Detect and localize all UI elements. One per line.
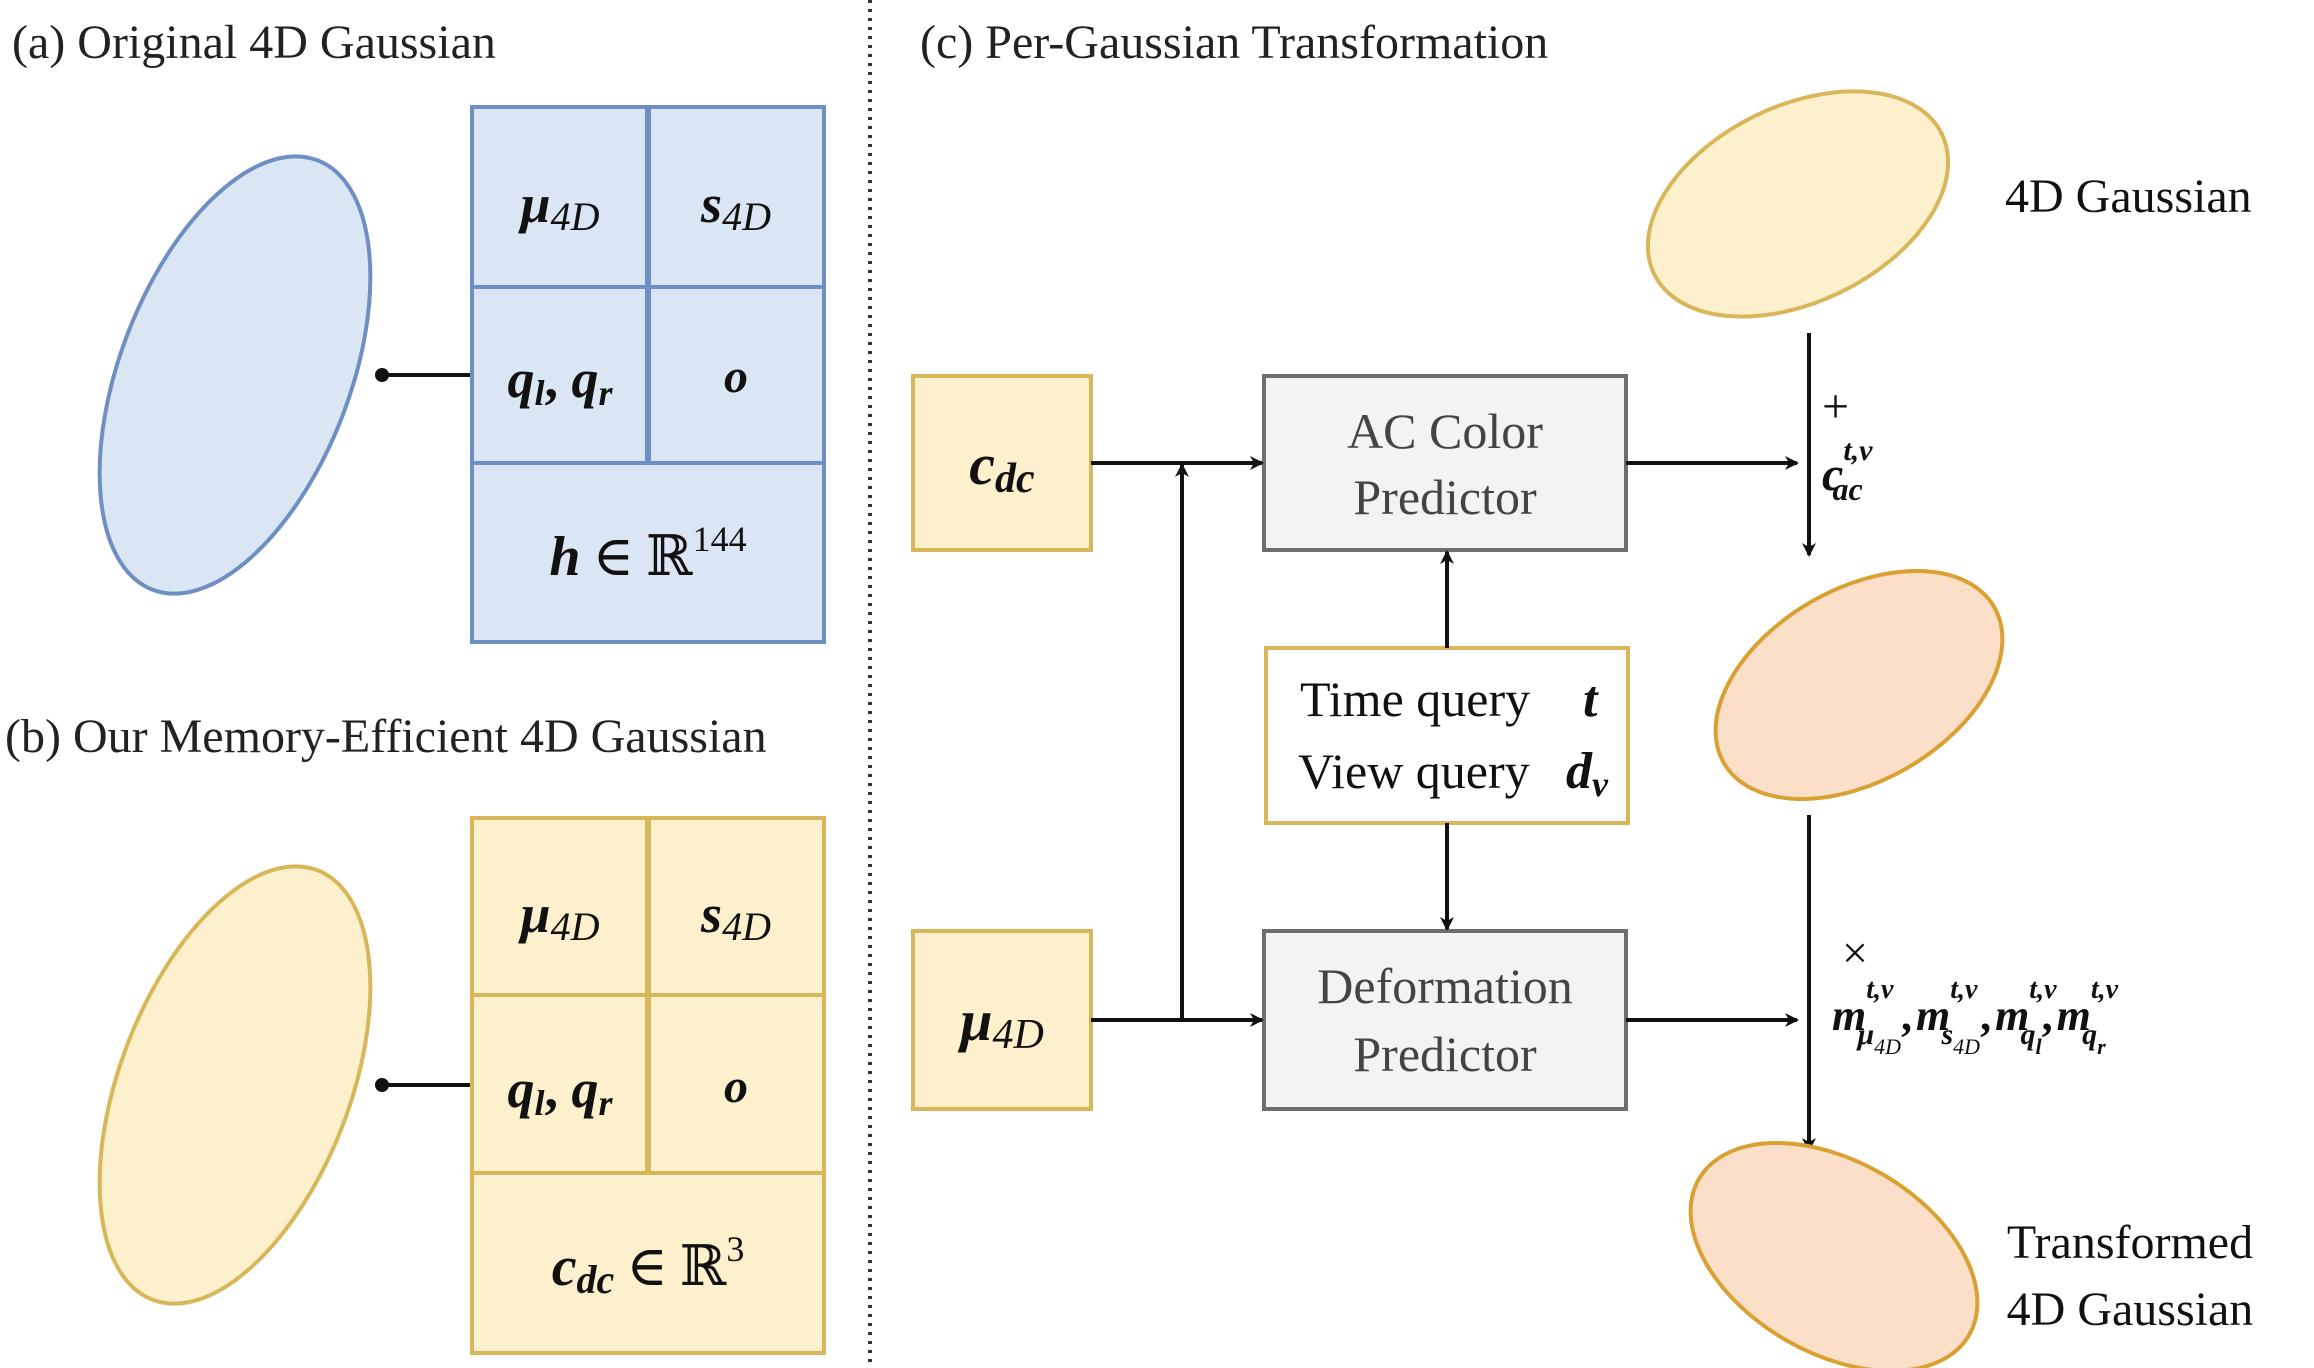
cell-opacity: o xyxy=(724,1060,748,1113)
transformed-gaussian-ellipse xyxy=(1688,1141,1980,1368)
deformation-predictor-box xyxy=(1262,929,1628,1111)
transformed-gaussian-line2: 4D Gaussian xyxy=(2007,1283,2254,1336)
input-mu-4d-label: μ4D xyxy=(957,988,1044,1058)
time-query-symbol: t xyxy=(1583,671,1599,728)
cell-q-l-q-r: ql, qr xyxy=(507,1059,613,1123)
query-box xyxy=(1264,646,1630,825)
input-c-dc-label: cdc xyxy=(969,432,1035,502)
caption-panel-b: (b) Our Memory-Efficient 4D Gaussian xyxy=(5,710,767,763)
plus-operator: + xyxy=(1822,380,1849,433)
cell-mu-4d: μ4D xyxy=(518,884,600,949)
efficient-gaussian-ellipse xyxy=(97,864,373,1306)
input-box-mu-4d xyxy=(911,929,1093,1111)
attribute-table-efficient: μ4D s4D ql, qr o cdc∈ℝ3 xyxy=(470,816,826,1355)
input-box-c-dc xyxy=(911,374,1093,552)
cell-c-dc-feature: cdc∈ℝ3 xyxy=(552,1229,745,1302)
input-gaussian-ellipse xyxy=(1645,89,1951,319)
connector-dot-a xyxy=(375,368,389,382)
cell-mu-4d: μ4D xyxy=(518,174,600,239)
cell-h-feature: h∈ℝ144 xyxy=(549,519,746,588)
view-query-label: View query xyxy=(1298,743,1530,799)
ac-color-predictor-line2: Predictor xyxy=(1353,469,1537,525)
deformation-predictor-line1: Deformation xyxy=(1317,958,1572,1014)
attribute-table-original: μ4D s4D ql, qr o h∈ℝ144 xyxy=(470,105,826,644)
cell-s-4d: s4D xyxy=(700,174,771,239)
caption-panel-a: (a) Original 4D Gaussian xyxy=(12,16,496,69)
connector-dot-b xyxy=(375,1078,389,1092)
color-added-gaussian-ellipse xyxy=(1713,569,2005,801)
ac-color-predictor-box xyxy=(1262,374,1628,552)
times-operator: × xyxy=(1842,927,1868,978)
input-gaussian-label: 4D Gaussian xyxy=(2005,170,2252,223)
deformation-predictor-line2: Predictor xyxy=(1353,1026,1537,1082)
ac-color-predictor-line1: AC Color xyxy=(1347,403,1543,459)
original-gaussian-ellipse xyxy=(97,154,373,596)
caption-panel-c: (c) Per-Gaussian Transformation xyxy=(920,16,1548,69)
time-query-label: Time query xyxy=(1300,671,1530,727)
cell-s-4d: s4D xyxy=(700,884,771,949)
cell-opacity: o xyxy=(724,350,748,403)
cell-q-l-q-r: ql, qr xyxy=(507,349,613,413)
view-query-symbol: dv xyxy=(1566,743,1609,804)
transformed-gaussian-line1: Transformed xyxy=(2007,1216,2253,1269)
